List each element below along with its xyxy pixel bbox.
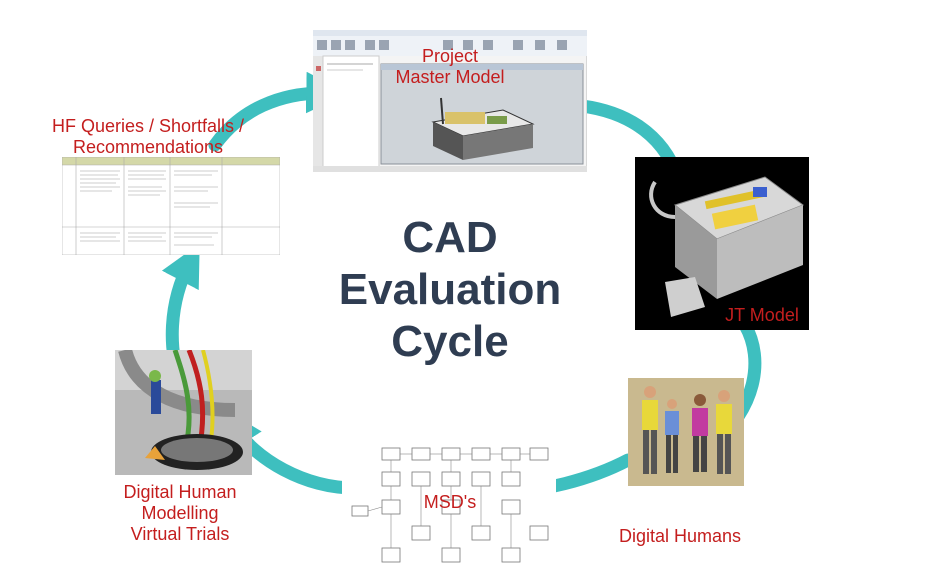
label-hf-queries: HF Queries / Shortfalls / Recommendation… <box>51 116 245 157</box>
hf-queries-table <box>62 157 280 255</box>
label-project-master-model: Project Master Model <box>395 46 505 87</box>
label-msds: MSD's <box>423 492 477 512</box>
title-line-2: Evaluation <box>338 265 562 314</box>
arrow-hf-to-master <box>208 71 348 152</box>
diagram-title: CAD Evaluation Cycle <box>300 212 600 368</box>
label-dhm-virtual-trials: Digital Human Modelling Virtual Trials <box>123 482 237 544</box>
jt-model-render <box>635 157 809 330</box>
title-line-3: Cycle <box>391 317 509 366</box>
human-figure <box>642 386 658 474</box>
digital-humans-render <box>628 378 744 486</box>
title-line-1: CAD <box>402 213 498 262</box>
label-digital-humans: Digital Humans <box>618 526 742 546</box>
cad-software-screenshot <box>313 30 587 172</box>
msd-flowchart <box>342 442 556 570</box>
label-jt-model: JT Model <box>725 305 799 325</box>
dhm-trial-render <box>115 350 252 475</box>
